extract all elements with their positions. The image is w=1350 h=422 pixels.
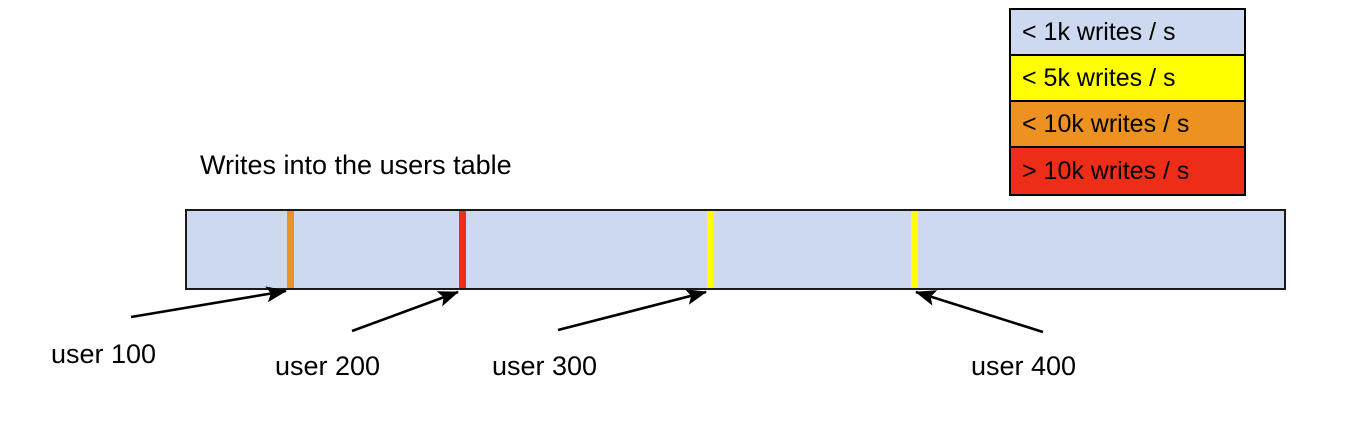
- chart-title: Writes into the users table: [200, 150, 512, 180]
- user-300-stripe: [707, 211, 714, 288]
- label-user-200: user 200: [275, 351, 381, 381]
- user-200-stripe: [459, 211, 466, 288]
- arrow-user-400: [915, 290, 1044, 334]
- legend-label-lt-1k: < 1k writes / s: [1022, 18, 1176, 46]
- legend: < 1k writes / s < 5k writes / s < 10k wr…: [1009, 8, 1246, 196]
- legend-label-lt-5k: < 5k writes / s: [1022, 64, 1176, 92]
- users-table-bar: [185, 209, 1286, 290]
- user-400-stripe: [911, 211, 918, 288]
- arrow-user-100: [130, 286, 288, 319]
- legend-row-lt-10k: < 10k writes / s: [1011, 102, 1244, 148]
- legend-row-lt-5k: < 5k writes / s: [1011, 56, 1244, 102]
- arrow-user-200: [351, 290, 459, 333]
- legend-label-lt-10k: < 10k writes / s: [1022, 110, 1190, 138]
- legend-label-gt-10k: > 10k writes / s: [1022, 157, 1190, 185]
- user-100-stripe: [287, 211, 294, 288]
- label-user-400: user 400: [971, 351, 1077, 381]
- legend-row-gt-10k: > 10k writes / s: [1011, 148, 1244, 194]
- legend-row-lt-1k: < 1k writes / s: [1011, 10, 1244, 56]
- arrow-user-300: [557, 289, 708, 332]
- bar-base-fill: [187, 211, 1284, 288]
- label-user-100: user 100: [51, 339, 157, 369]
- label-user-300: user 300: [492, 351, 598, 381]
